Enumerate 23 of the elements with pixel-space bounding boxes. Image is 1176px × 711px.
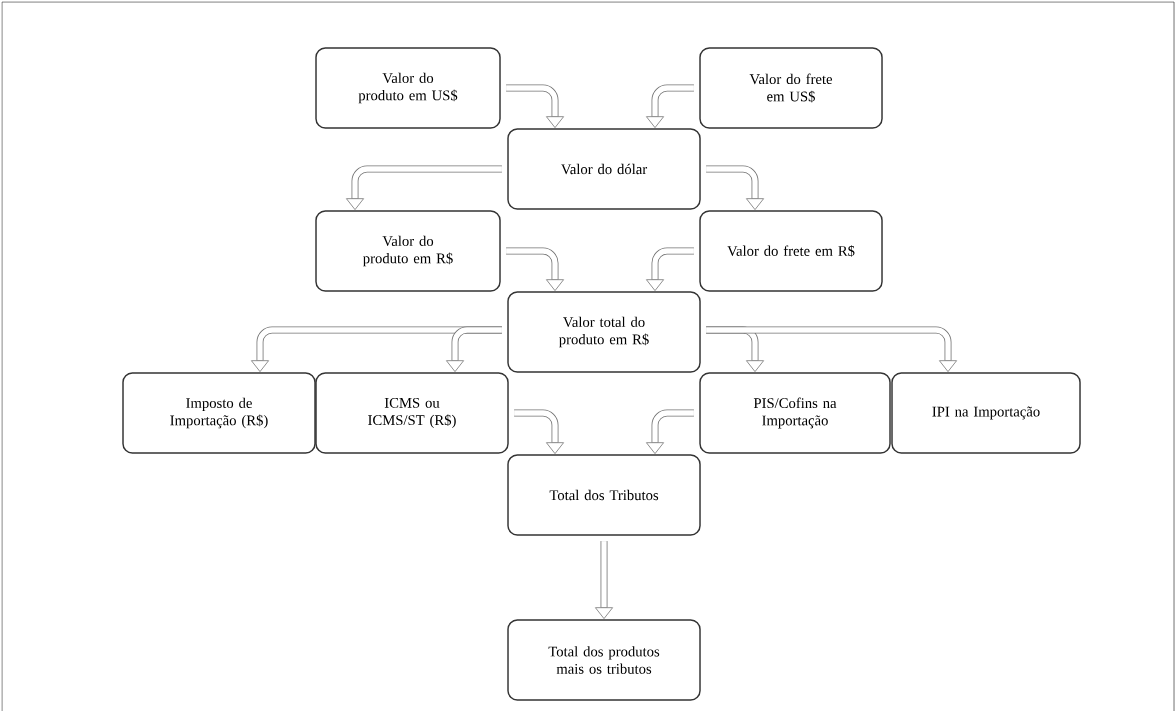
bent-arrow [506, 247, 564, 291]
bent-arrow [706, 326, 957, 372]
bent-arrow [506, 84, 564, 128]
process-box: Valor do produto em US$ [315, 47, 501, 129]
process-box: ICMS ou ICMS/ST (R$) [315, 372, 509, 454]
process-box: IPI na Importação [891, 372, 1081, 454]
process-box: Valor do dólar [507, 128, 701, 210]
bent-arrow [646, 247, 694, 291]
bent-arrow [706, 165, 764, 210]
process-box: Total dos Tributos [507, 454, 701, 536]
bent-arrow [646, 84, 694, 128]
bent-arrow [346, 165, 502, 210]
process-box: Valor do produto em R$ [315, 210, 501, 292]
process-box: Valor do frete em US$ [699, 47, 883, 129]
bent-arrow [646, 409, 694, 454]
process-box: PIS/Cofins na Importação [699, 372, 891, 454]
process-box: Total dos produtos mais os tributos [507, 619, 701, 701]
process-box: Valor do frete em R$ [699, 210, 883, 292]
bent-arrow [595, 541, 613, 619]
bent-arrow [514, 409, 564, 454]
process-box: Valor total do produto em R$ [507, 291, 701, 373]
bent-arrow [446, 326, 502, 372]
process-box: Imposto de Importação (R$) [122, 372, 316, 454]
